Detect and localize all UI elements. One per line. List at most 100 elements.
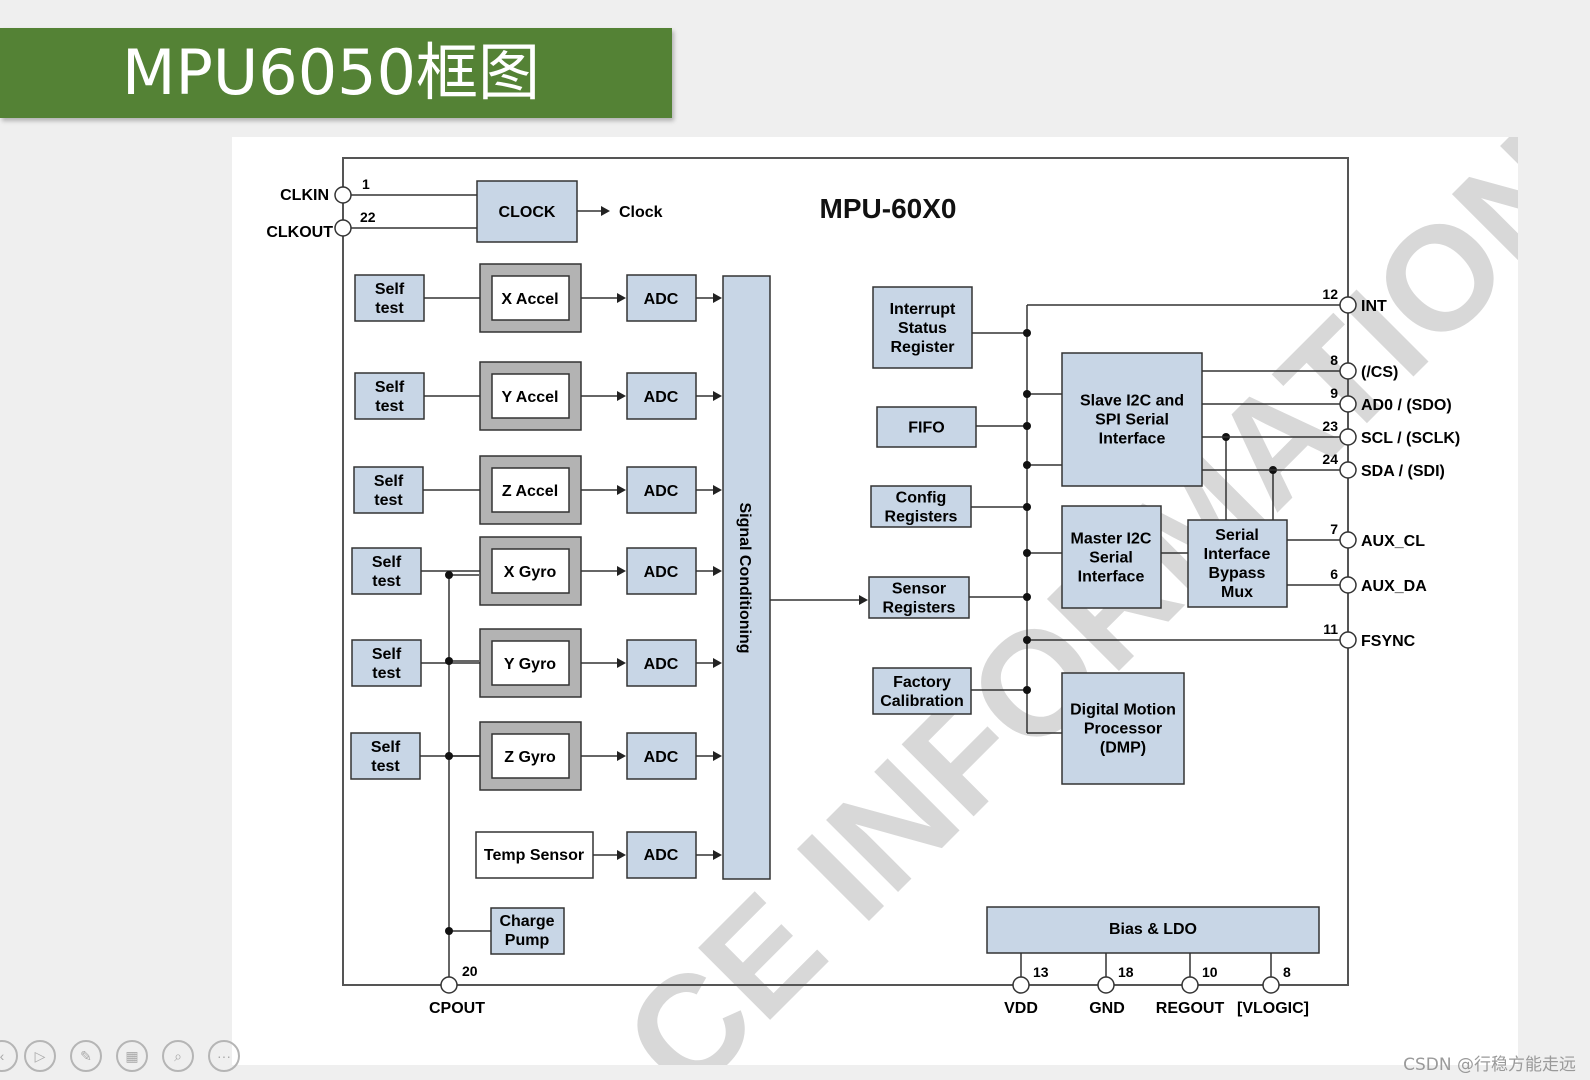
more-icon[interactable]: ··· <box>208 1040 240 1072</box>
adc-block <box>626 547 697 595</box>
pen-icon[interactable]: ✎ <box>70 1040 102 1072</box>
adc-label: ADC <box>644 389 679 406</box>
self-test-label-line: test <box>375 398 404 415</box>
temp-adc-label: ADC <box>644 847 679 864</box>
sensor-block <box>491 467 570 513</box>
slave-interface-label-line: SPI Serial <box>1095 412 1169 429</box>
pin-number: 23 <box>1322 418 1338 434</box>
pin-circle <box>1339 631 1357 649</box>
prev-icon[interactable]: ‹ <box>0 1040 18 1072</box>
bypass-mux-label-line: Interface <box>1204 546 1271 563</box>
interrupt-register-label-line: Status <box>898 320 947 337</box>
cpout-label: CPOUT <box>429 1000 485 1017</box>
bypass-mux-block <box>1187 519 1288 608</box>
pin-circle <box>1262 976 1280 994</box>
chip-name: MPU-60X0 <box>820 193 957 224</box>
temp-sensor-row: Temp Sensor ADC <box>475 831 722 879</box>
sensor-label: Y Accel <box>502 389 559 406</box>
pin-circle <box>1012 976 1030 994</box>
self-test-label-line: test <box>372 573 401 590</box>
sensor-label: Z Gyro <box>504 749 556 766</box>
pin-circle <box>1339 296 1357 314</box>
cpout-pin <box>440 976 458 994</box>
adc-block <box>626 639 697 687</box>
signal-conditioning: Signal Conditioning <box>722 275 868 880</box>
sensor-label: Z Accel <box>502 483 558 500</box>
adc-label: ADC <box>644 483 679 500</box>
sensor-register-label-line: Sensor <box>892 581 946 598</box>
clock-block-label: CLOCK <box>499 204 556 221</box>
pin-label: REGOUT <box>1156 1000 1225 1017</box>
self-test-label-line: test <box>371 758 400 775</box>
master-interface-label-line: Master I2C <box>1071 531 1152 548</box>
sensor-block <box>491 275 570 321</box>
charge-pump-section: Charge Pump 20 CPOUT <box>429 571 565 1017</box>
dmp-label-line: Digital Motion <box>1070 702 1176 719</box>
self-test-label-line: Self <box>372 554 402 571</box>
pin-number: 13 <box>1033 964 1049 980</box>
self-test-block <box>354 274 425 322</box>
pin-number: 11 <box>1323 621 1338 637</box>
temp-sensor-block <box>475 831 594 879</box>
adc-block <box>626 466 697 514</box>
fifo-register: FIFO <box>876 406 977 448</box>
credit-text: CSDN @行稳方能走远 <box>1403 1055 1576 1075</box>
temp-sensor-label: Temp Sensor <box>484 847 584 864</box>
self-test-label-line: Self <box>375 281 405 298</box>
pin-number: 6 <box>1330 566 1338 582</box>
sensor-register-label-line: Registers <box>883 600 956 617</box>
pin-number: 7 <box>1330 521 1338 537</box>
play-icon[interactable]: ▷ <box>24 1040 56 1072</box>
pin-circle <box>1339 395 1357 413</box>
sensor-block <box>491 548 570 594</box>
pin-number: 24 <box>1322 451 1338 467</box>
dmp-block <box>1061 672 1185 785</box>
adc-label: ADC <box>644 564 679 581</box>
clkout-pin <box>334 219 352 237</box>
pin-circle <box>1339 531 1357 549</box>
pin-circle <box>1097 976 1115 994</box>
pin-circle <box>1181 976 1199 994</box>
zoom-icon[interactable]: ⌕ <box>162 1040 194 1072</box>
cpout-num: 20 <box>462 963 478 979</box>
diagram-panel: CE INFORMATION MPU-60X0 CLKIN CLKOUT 1 2… <box>232 103 1590 1080</box>
pin-circle <box>1339 362 1357 380</box>
pin-label: INT <box>1361 298 1387 315</box>
bypass-mux-label-line: Bypass <box>1209 565 1266 582</box>
config-register-label-line: Registers <box>885 509 958 526</box>
chip-outline <box>342 157 1349 986</box>
pin-label: AUX_CL <box>1361 533 1425 550</box>
clock-section: CLKIN CLKOUT 1 22 CLOCK Clock <box>266 176 663 243</box>
adc-block <box>626 732 697 780</box>
register-bus <box>969 304 1340 734</box>
bias-ldo-label: Bias & LDO <box>1109 921 1197 938</box>
slide-title-bar: MPU6050框图 <box>0 28 672 118</box>
dmp-label-line: (DMP) <box>1100 740 1146 757</box>
adc-label: ADC <box>644 749 679 766</box>
pin-circle <box>1339 576 1357 594</box>
master-interface-label-line: Serial <box>1089 550 1133 567</box>
clock-output-label: Clock <box>619 204 663 221</box>
bypass-mux-label-line: Mux <box>1221 584 1253 601</box>
self-test-block <box>351 547 422 595</box>
pin-circle <box>1339 428 1357 446</box>
fifo-register-block <box>876 406 977 448</box>
pin-number: 10 <box>1202 964 1218 980</box>
pin-number: 9 <box>1330 385 1338 401</box>
grid-icon[interactable]: ▦ <box>116 1040 148 1072</box>
